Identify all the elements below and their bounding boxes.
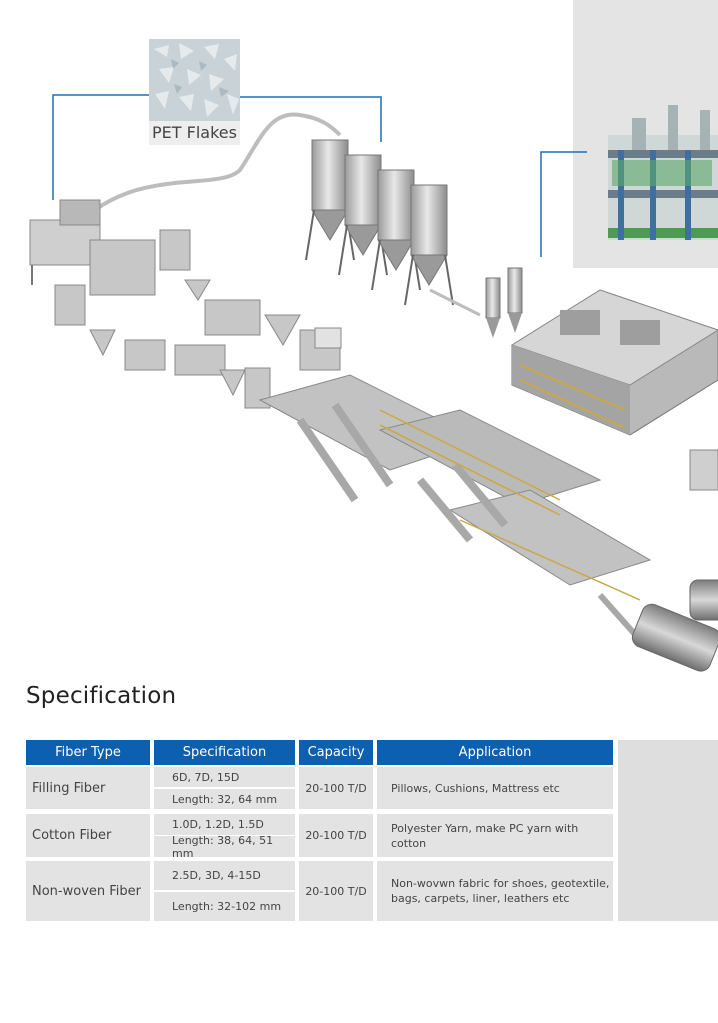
dryer-drums xyxy=(631,449,718,672)
header-application: Application xyxy=(377,740,613,765)
row-cotton-spec-length: Length: 38, 64, 51 mm xyxy=(154,834,295,860)
specification-title: Specification xyxy=(26,683,177,709)
pet-flakes-image xyxy=(149,39,240,121)
row-nonwoven-application: Non-wovwn fabric for shoes, geotextile, … xyxy=(377,861,613,921)
row-filling-application: Pillows, Cushions, Mattress etc xyxy=(377,767,613,809)
header-capacity: Capacity xyxy=(299,740,373,765)
row-filling-capacity: 20-100 T/D xyxy=(299,767,373,809)
row-cotton-spec-denier: 1.0D, 1.2D, 1.5D xyxy=(154,814,295,835)
cyclones xyxy=(485,267,523,338)
row-nonwoven-fiber-type: Non-woven Fiber xyxy=(26,861,150,921)
row-nonwoven-spec-length: Length: 32-102 mm xyxy=(154,892,295,921)
storage-silos xyxy=(305,139,454,306)
right-side-panel xyxy=(618,740,718,921)
row-filling-spec-denier: 6D, 7D, 15D xyxy=(154,767,295,787)
recycling-plant-icon xyxy=(608,105,718,240)
row-filling-spec-length: Length: 32, 64 mm xyxy=(154,789,295,809)
header-specification: Specification xyxy=(154,740,295,765)
row-cotton-capacity: 20-100 T/D xyxy=(299,814,373,857)
pet-flakes-label: PET Flakes xyxy=(149,121,240,145)
row-nonwoven-spec-denier: 2.5D, 3D, 4-15D xyxy=(154,861,295,890)
row-cotton-application: Polyester Yarn, make PC yarn with cotton xyxy=(377,814,613,857)
washing-line-upper xyxy=(89,229,342,371)
spinning-building xyxy=(510,289,718,436)
callout-lines xyxy=(52,94,587,257)
row-filling-fiber-type: Filling Fiber xyxy=(26,767,150,809)
plant-illustration xyxy=(29,94,718,672)
row-nonwoven-capacity: 20-100 T/D xyxy=(299,861,373,921)
row-cotton-fiber-type: Cotton Fiber xyxy=(26,814,150,857)
washing-line-lower xyxy=(54,284,271,409)
header-fiber-type: Fiber Type xyxy=(26,740,150,765)
